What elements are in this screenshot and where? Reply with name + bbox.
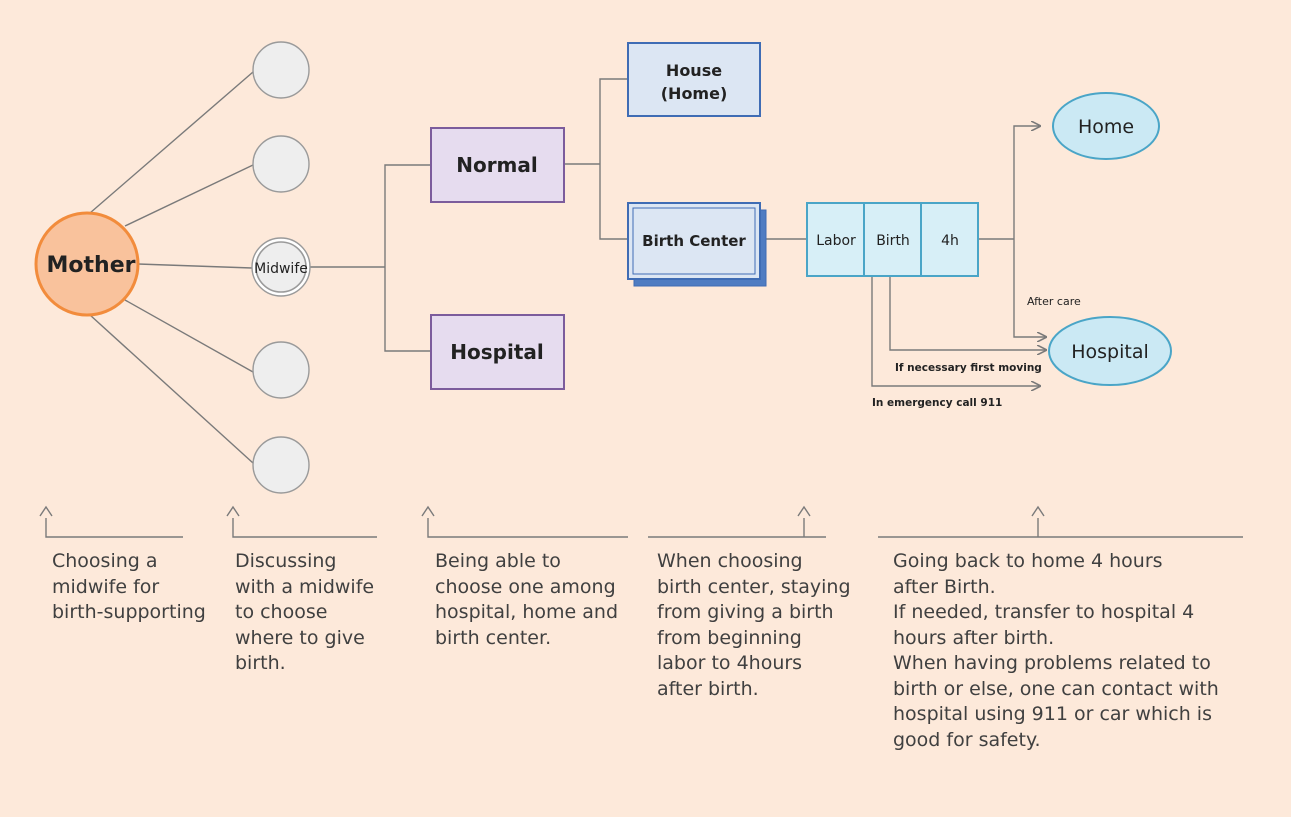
caption-line: birth center, staying xyxy=(657,575,851,598)
mother-to-midwife-line xyxy=(137,263,253,269)
midwife-selected-circle xyxy=(255,241,307,293)
birth-label: Birth xyxy=(876,233,910,249)
normal-hospital-bracket xyxy=(384,164,431,352)
midwife-options xyxy=(251,41,311,494)
birth-center-inner-frame xyxy=(632,207,756,275)
normal-box xyxy=(430,127,565,203)
caption-line: If needed, transfer to hospital 4 xyxy=(893,601,1195,623)
caption-line: where to give xyxy=(235,626,365,649)
aftercare-to-hospital-arrow xyxy=(1013,239,1046,337)
home-destination-label: Home xyxy=(1078,116,1134,138)
caption-line: hours after birth. xyxy=(893,626,1055,649)
midwife-option-circle xyxy=(252,341,310,399)
caption-5-arrowhead-icon xyxy=(1031,505,1045,517)
caption-line: birth. xyxy=(235,652,286,674)
hospital-destination-label: Hospital xyxy=(1071,341,1149,363)
house-box xyxy=(627,42,761,117)
caption-1-arrowhead-icon xyxy=(39,505,53,517)
caption-choosing-midwife: Choosing a midwife for birth-supporting xyxy=(52,549,206,626)
midwife-label: Midwife xyxy=(254,261,308,277)
emergency-note: In emergency call 911 xyxy=(872,397,1002,409)
midwife-option-circle xyxy=(252,436,310,494)
caption-3-rule xyxy=(427,518,628,538)
caption-line: hospital, home and xyxy=(435,601,619,623)
caption-1-rule xyxy=(45,518,183,538)
caption-2-arrowhead-icon xyxy=(226,505,240,517)
labor-label: Labor xyxy=(816,233,856,249)
caption-line: When choosing xyxy=(657,550,803,572)
caption-line: birth-supporting xyxy=(52,601,206,623)
caption-choose-place: Being able to choose one among hospital,… xyxy=(435,549,618,651)
caption-line: Discussing xyxy=(235,550,337,572)
caption-going-home: Going back to home 4 hours after Birth. … xyxy=(893,549,1219,753)
caption-line: birth or else, one can contact with xyxy=(893,677,1219,700)
caption-line: Going back to home 4 hours xyxy=(893,550,1163,572)
caption-birth-center-stay: When choosing birth center, staying from… xyxy=(657,549,851,702)
hospital-choice-label: Hospital xyxy=(450,340,543,364)
caption-line: good for safety. xyxy=(893,728,1041,751)
to-home-arrow xyxy=(1013,126,1040,239)
caption-4-arrowhead-icon xyxy=(797,505,811,517)
caption-arrowheads xyxy=(39,505,1045,517)
first-moving-arrow xyxy=(889,276,1046,350)
emergency-arrow xyxy=(871,276,1040,386)
hospital-choice-box xyxy=(430,314,565,390)
first-moving-note: If necessary first moving xyxy=(895,362,1042,374)
stages-box xyxy=(806,202,979,277)
caption-line: When having problems related to xyxy=(893,652,1211,674)
midwife-option-circle xyxy=(252,135,310,193)
mother-to-midwife-1-line xyxy=(89,71,254,214)
after-care-note: After care xyxy=(1027,295,1081,308)
house-birthcenter-bracket xyxy=(599,78,628,240)
caption-line: midwife for xyxy=(52,575,160,598)
mother-circle xyxy=(34,211,140,317)
home-destination-ellipse xyxy=(1052,92,1160,160)
mother-to-midwife-2-line xyxy=(124,164,254,227)
caption-line: after birth. xyxy=(657,677,759,700)
caption-2-rule xyxy=(232,518,377,538)
caption-line: labor to 4hours xyxy=(657,652,803,674)
four-hours-label: 4h xyxy=(941,233,959,249)
mother-to-midwife-5-line xyxy=(89,314,254,464)
caption-line: Being able to xyxy=(435,550,561,572)
house-label-line1: House xyxy=(666,61,722,80)
caption-line: Choosing a xyxy=(52,550,158,572)
connector-lines xyxy=(45,71,1243,538)
mother-label: Mother xyxy=(47,253,136,278)
caption-line: from giving a birth xyxy=(657,601,834,623)
birth-center-label: Birth Center xyxy=(642,232,746,250)
house-label-line2: (Home) xyxy=(661,84,728,103)
caption-line: with a midwife xyxy=(235,575,375,598)
caption-line: from beginning xyxy=(657,626,802,649)
caption-line: choose one among xyxy=(435,575,616,598)
normal-label: Normal xyxy=(456,153,538,177)
caption-line: birth center. xyxy=(435,626,552,649)
caption-line: after Birth. xyxy=(893,575,996,598)
caption-line: to choose xyxy=(235,601,328,623)
caption-line: hospital using 911 or car which is xyxy=(893,703,1212,725)
caption-discussing-midwife: Discussing with a midwife to choose wher… xyxy=(235,549,374,677)
birth-center-box xyxy=(627,202,761,280)
midwife-option-circle xyxy=(252,41,310,99)
caption-3-arrowhead-icon xyxy=(421,505,435,517)
mother-to-midwife-4-line xyxy=(124,299,254,373)
hospital-destination-ellipse xyxy=(1048,316,1172,386)
